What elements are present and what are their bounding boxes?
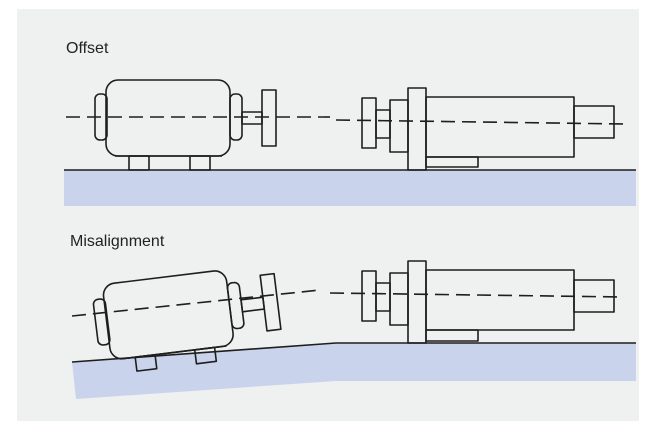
misalignment-title: Misalignment — [70, 233, 165, 250]
coupling-flange-icon — [259, 272, 282, 332]
driven-machine-icon — [361, 87, 615, 171]
driven-machine-icon — [361, 260, 615, 344]
motor-icon — [92, 270, 282, 372]
offset-title: Offset — [66, 40, 109, 57]
ground-base — [64, 170, 636, 206]
ground-base — [72, 343, 636, 399]
motor-icon — [94, 79, 263, 171]
machine-axis-line — [329, 292, 625, 298]
machine-axis-line — [335, 119, 625, 125]
ground-line — [71, 342, 636, 363]
offset-section — [64, 79, 636, 206]
motor-axis-line — [71, 289, 321, 317]
misalignment-section — [71, 260, 636, 399]
coupling-flange-icon — [261, 89, 277, 147]
